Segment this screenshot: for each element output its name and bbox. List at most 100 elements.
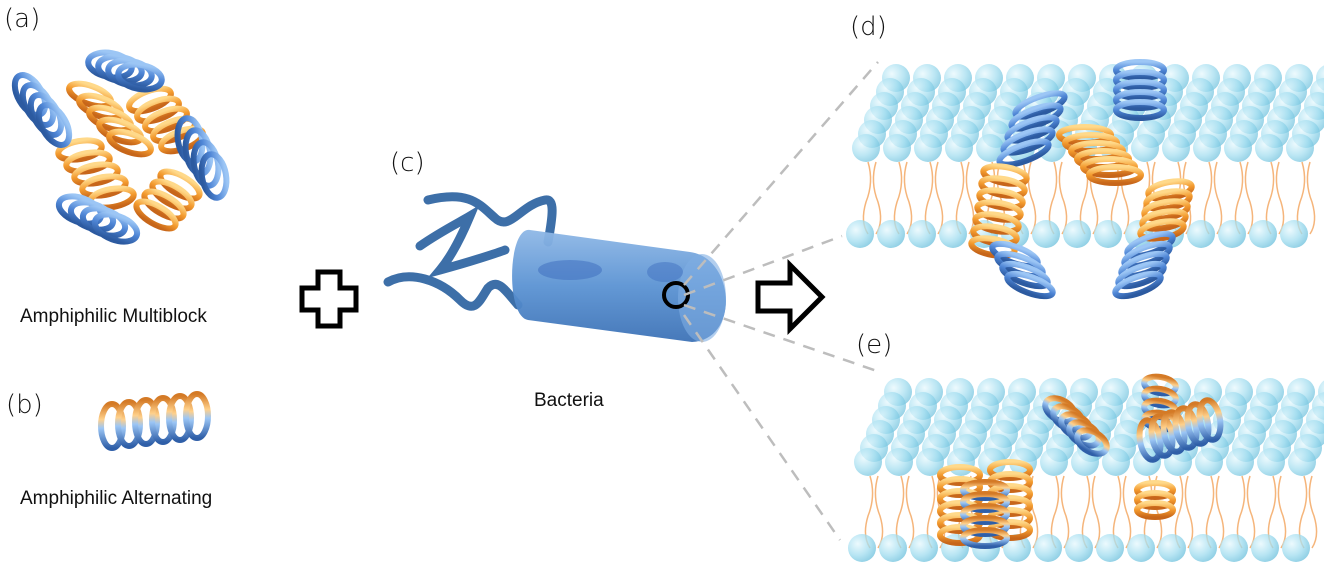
lipid-tail — [1060, 475, 1070, 549]
hydrophilic-segment — [1112, 230, 1176, 300]
helix-turn — [115, 399, 143, 449]
lipid-tail — [1122, 475, 1132, 549]
helix-turn — [987, 459, 1033, 481]
helix-turn — [978, 175, 1028, 199]
helix-turn — [972, 211, 1022, 235]
helix-turn — [98, 401, 126, 451]
alternating-helix — [98, 391, 211, 451]
helix-turn — [1137, 218, 1187, 242]
helix-turn — [968, 235, 1018, 259]
hydrophilic-segment — [85, 49, 165, 93]
lipid-head — [1094, 220, 1122, 248]
helix-turn — [996, 138, 1052, 168]
lipid-head — [1220, 534, 1248, 562]
lipid-head — [1063, 220, 1091, 248]
lipid-head — [1255, 134, 1283, 162]
helix-turn — [1112, 270, 1164, 300]
lipid-head — [1131, 134, 1159, 162]
lipid-tail — [1091, 475, 1101, 549]
helix-turn — [157, 168, 203, 202]
lipid-tail — [1275, 161, 1285, 235]
hydrophobic-segment — [1137, 178, 1195, 242]
hydrophilic-segment — [55, 193, 141, 245]
helix-turn — [1004, 114, 1060, 144]
bacteria-body — [512, 229, 726, 342]
lipid-tail — [1308, 475, 1318, 549]
helix-turn — [1086, 164, 1144, 186]
lipid-head — [1158, 534, 1186, 562]
helix-turn — [91, 211, 141, 245]
panel-e-label: (e) — [856, 330, 893, 360]
helix-turn — [71, 161, 121, 187]
lipid-tail — [1153, 475, 1163, 549]
lipid-head — [1251, 534, 1279, 562]
lipid-head — [1193, 134, 1221, 162]
helix-turn — [35, 102, 73, 148]
helix-turn — [1113, 89, 1167, 111]
pore-helices-d — [968, 59, 1195, 300]
helix-turn — [1145, 178, 1195, 202]
helix-turn — [937, 476, 983, 498]
helix-turn — [149, 395, 177, 445]
lipid-tail — [874, 475, 884, 549]
lipid-head — [1288, 448, 1316, 476]
helix-turn — [960, 527, 1010, 549]
helix-turn — [960, 503, 1010, 525]
helix-turn — [980, 163, 1030, 187]
multiblock-helix-ring — [11, 49, 230, 245]
lipid-head — [945, 134, 973, 162]
helix-turn — [960, 515, 1010, 537]
arrow-right-icon — [755, 258, 826, 336]
alternating-helix-coil — [1136, 397, 1224, 463]
lipid-head — [1257, 448, 1285, 476]
helix-turn — [1139, 208, 1189, 232]
lipid-head — [908, 220, 936, 248]
helix-turn — [960, 491, 1010, 513]
helix-turn — [1134, 480, 1176, 500]
helix-turn — [55, 137, 105, 163]
helix-turn — [1184, 401, 1212, 447]
lipid-head — [1286, 134, 1314, 162]
helix-turn — [960, 479, 1010, 501]
helix-turn — [976, 187, 1026, 211]
lipid-head — [1034, 534, 1062, 562]
flagellum-1 — [423, 192, 557, 247]
flagellum-2 — [415, 205, 510, 278]
lipid-tail — [1215, 475, 1225, 549]
alternating-helix-coil — [1042, 395, 1110, 457]
helix-turn — [1113, 79, 1167, 101]
helix-turn — [974, 199, 1024, 223]
panel-c-caption: Bacteria — [534, 390, 604, 411]
hydrophobic-segment — [1056, 124, 1144, 186]
helix-turn — [1113, 99, 1167, 121]
lipid-head — [885, 448, 913, 476]
flagellum-3 — [383, 272, 523, 311]
lipid-tail — [905, 475, 915, 549]
lipid-head — [916, 448, 944, 476]
helix-turn — [183, 391, 211, 441]
lipid-head — [1218, 220, 1246, 248]
lipid-tail — [1184, 475, 1194, 549]
panel-b-label: (b) — [6, 390, 43, 420]
lipid-head — [978, 448, 1006, 476]
lipid-head — [1096, 534, 1124, 562]
helix-turn — [1143, 188, 1193, 212]
helix-turn — [149, 178, 195, 212]
helix-turn — [115, 61, 165, 93]
pore-helices-e — [937, 373, 1224, 549]
hydrophilic-segment — [989, 240, 1056, 300]
lipid-head — [1162, 134, 1190, 162]
helix-turn — [1196, 397, 1224, 443]
helix-turn — [1113, 69, 1167, 91]
helix-turn — [1012, 90, 1068, 120]
lipid-tail — [1213, 161, 1223, 235]
lipid-head — [877, 220, 905, 248]
lipid-head — [1133, 448, 1161, 476]
helix-turn — [63, 149, 113, 175]
lipid-head — [1224, 134, 1252, 162]
helix-turn — [141, 188, 187, 222]
lipid-head — [1226, 448, 1254, 476]
lipid-head — [1195, 448, 1223, 476]
helix-turn — [1008, 102, 1064, 132]
